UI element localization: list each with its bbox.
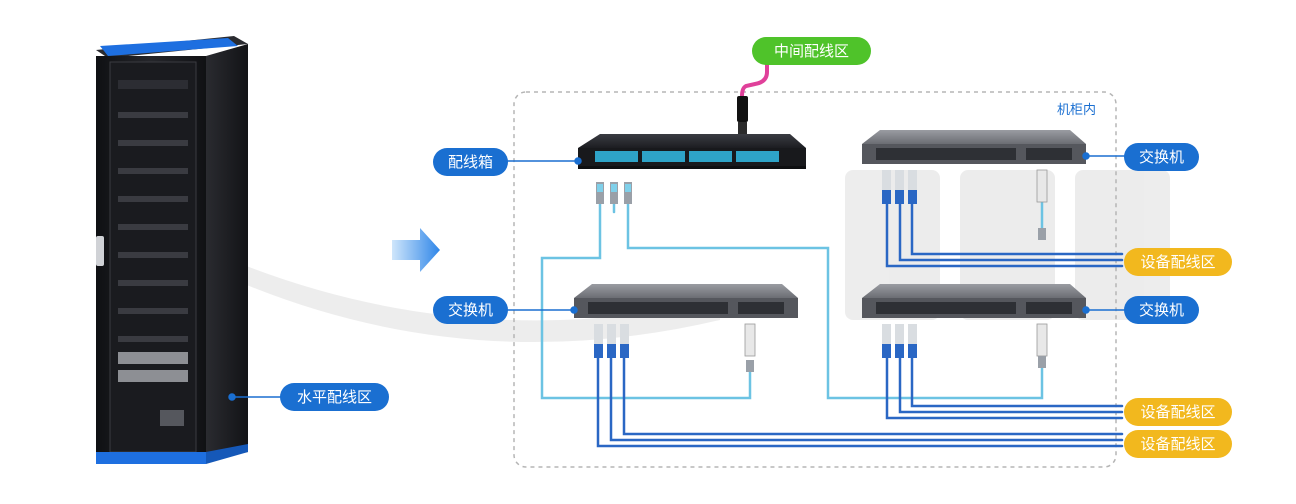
arrow-right-icon [392, 228, 440, 272]
switch-right-top-ports [882, 169, 1048, 240]
svg-text:交换机: 交换机 [448, 301, 493, 319]
rack-units [118, 80, 188, 382]
patch-box [578, 134, 806, 204]
svg-text:配线箱: 配线箱 [448, 153, 493, 171]
switch-right-mid-ports [882, 323, 1048, 368]
svg-text:设备配线区: 设备配线区 [1140, 435, 1215, 453]
server-rack [96, 36, 248, 464]
patch-box-connectors [596, 182, 632, 204]
leader-lines [228, 152, 1126, 401]
patch-box-label: 配线箱 [433, 148, 508, 176]
svg-text:设备配线区: 设备配线区 [1140, 403, 1215, 421]
equipment-zone-label-3: 设备配线区 [1124, 430, 1232, 458]
equipment-zone-label-2: 设备配线区 [1124, 398, 1232, 426]
svg-text:交换机: 交换机 [1139, 301, 1184, 319]
cabinet-inside-label: 机柜内 [1057, 102, 1096, 118]
trunk-cable [737, 62, 769, 134]
svg-text:中间配线区: 中间配线区 [774, 42, 849, 60]
svg-text:交换机: 交换机 [1139, 148, 1184, 166]
cabinet-boundary [513, 91, 1117, 468]
cabling [540, 200, 1124, 448]
switch-left-mid-ports [594, 323, 756, 372]
middle-zone-label: 中间配线区 [752, 37, 871, 65]
horizontal-zone-label: 水平配线区 [280, 383, 389, 411]
switch-right-top-label: 交换机 [1124, 143, 1199, 171]
switch-right-top [862, 130, 1086, 240]
svg-text:水平配线区: 水平配线区 [297, 388, 372, 406]
svg-text:设备配线区: 设备配线区 [1140, 253, 1215, 271]
switch-left-mid [574, 284, 798, 372]
switch-right-mid [862, 284, 1086, 368]
equipment-zone-label-1: 设备配线区 [1124, 248, 1232, 276]
switch-left-mid-label: 交换机 [433, 296, 508, 324]
switch-right-mid-label: 交换机 [1124, 296, 1199, 324]
